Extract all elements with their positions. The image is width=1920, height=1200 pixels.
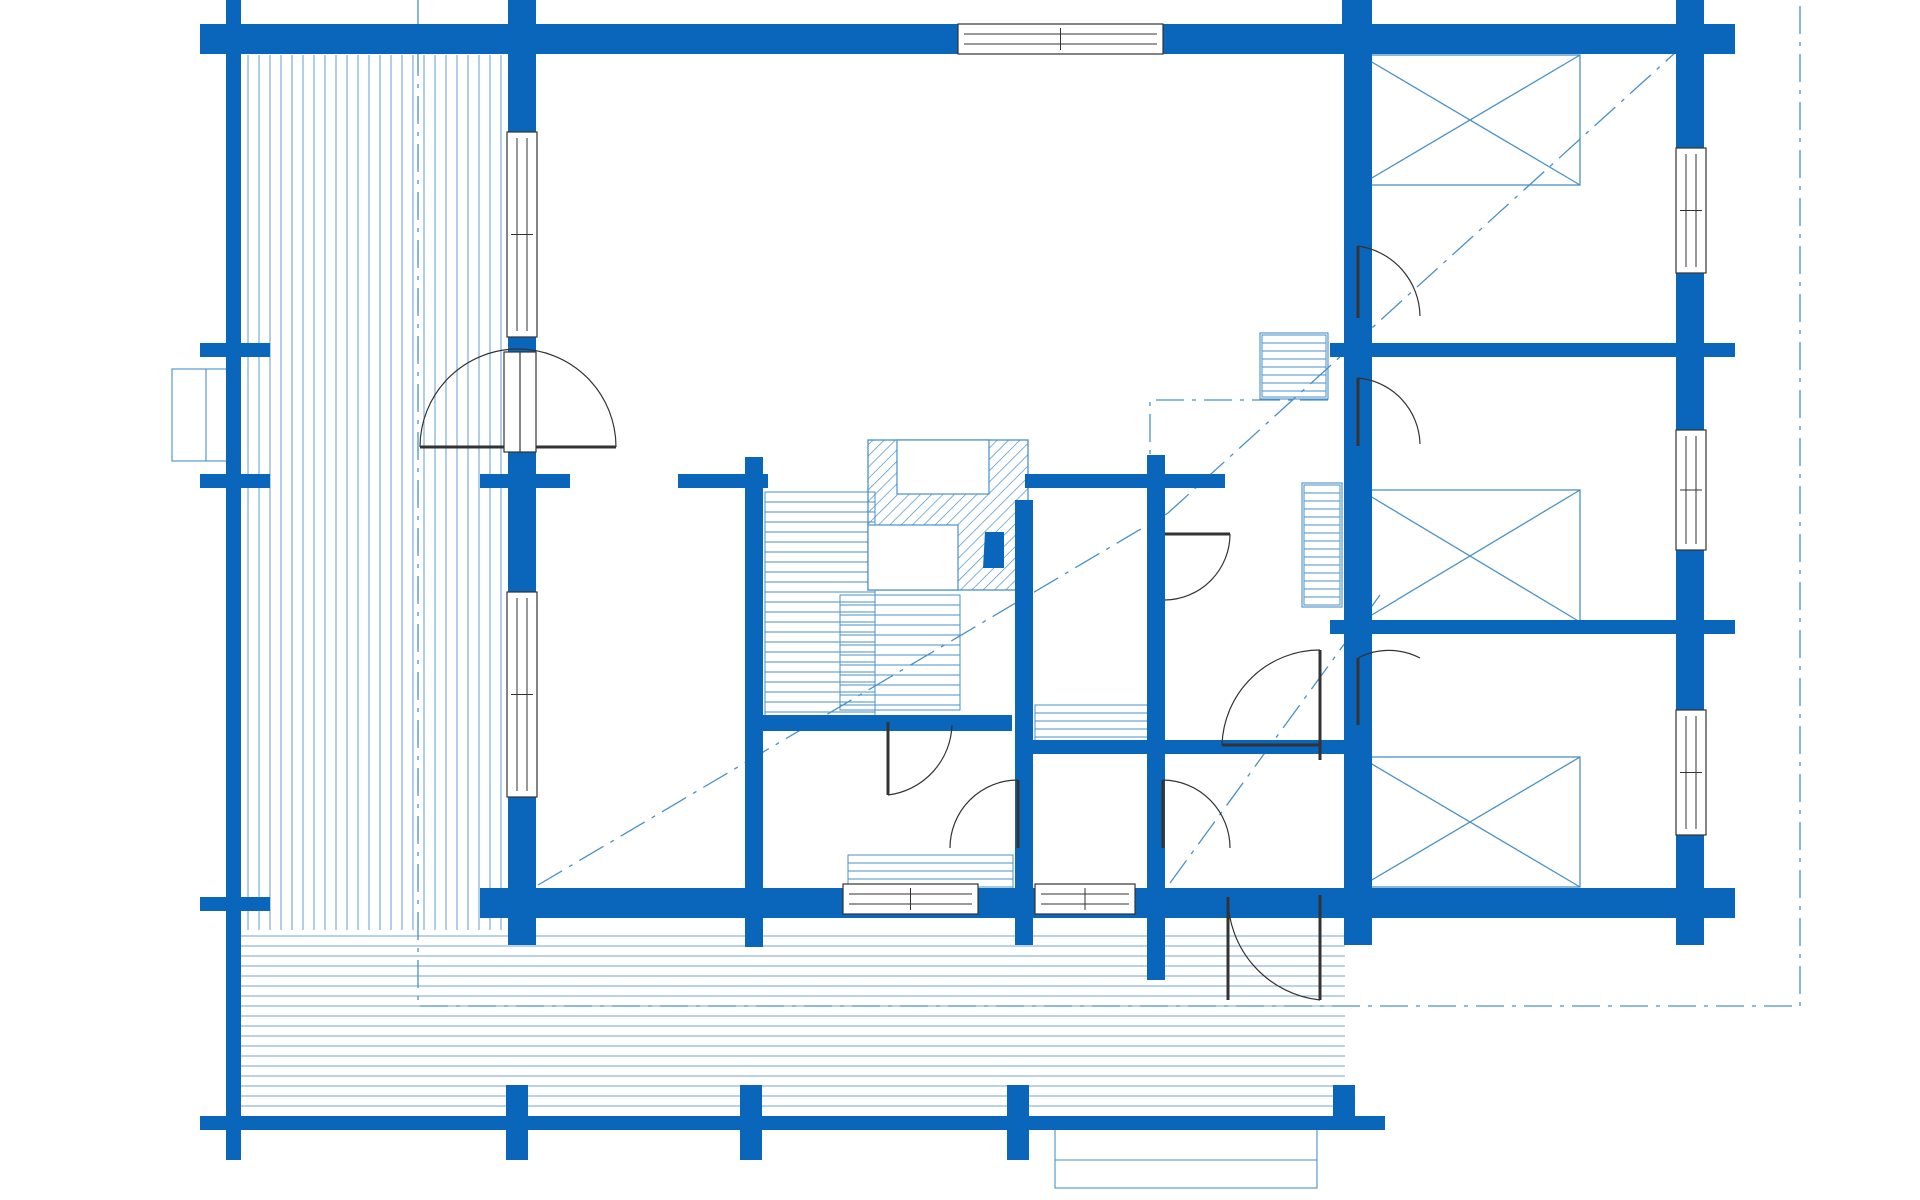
bottom-terrace-planks xyxy=(240,935,1345,1107)
wall-segment xyxy=(506,1085,528,1160)
window xyxy=(506,591,538,798)
terrace-decking xyxy=(240,55,1345,1107)
left-terrace-planks xyxy=(247,55,502,930)
wall-segment xyxy=(1147,455,1165,980)
window xyxy=(1675,147,1707,274)
wall-segment xyxy=(226,0,241,1160)
wall-segment xyxy=(1342,0,1360,40)
wall-segment xyxy=(200,897,270,911)
wall-segment xyxy=(740,1085,762,1160)
wall-segment xyxy=(1007,1085,1029,1160)
wall-segment xyxy=(200,1116,1385,1130)
doors xyxy=(419,245,1421,1001)
staircase-treads xyxy=(764,334,1341,896)
door xyxy=(886,722,953,796)
roof-outline-dashed xyxy=(417,0,1801,1007)
stair-blocks xyxy=(171,332,1343,1189)
stair-outline xyxy=(1034,704,1151,746)
wall-segment xyxy=(480,474,570,488)
sauna-stove xyxy=(867,439,1029,591)
door xyxy=(1164,532,1231,601)
wall-segment xyxy=(1015,500,1033,945)
door xyxy=(1221,649,1321,747)
window xyxy=(1034,883,1136,915)
windows xyxy=(506,23,1707,915)
door xyxy=(1356,245,1421,318)
window xyxy=(957,23,1164,55)
door xyxy=(949,779,1020,849)
wall-segment xyxy=(514,0,532,40)
wall-segment xyxy=(1330,620,1735,634)
window xyxy=(1675,429,1707,551)
door xyxy=(1226,896,1321,1001)
window xyxy=(1675,709,1707,836)
wall-segment xyxy=(1333,1085,1355,1130)
door xyxy=(1356,649,1421,725)
storage-box-fixtures xyxy=(1359,54,1581,888)
wall-segment xyxy=(1344,0,1372,945)
wall-segment xyxy=(745,457,763,947)
wall-segment xyxy=(1015,740,1370,754)
window xyxy=(506,131,538,338)
wall-segment xyxy=(200,343,270,357)
door xyxy=(1356,377,1421,446)
window xyxy=(842,883,979,915)
wall-segment xyxy=(200,474,270,488)
stair-outline xyxy=(1261,334,1327,398)
door xyxy=(1161,779,1231,849)
wall-segment xyxy=(1330,343,1735,357)
stair-outline xyxy=(1303,484,1341,606)
stair-outline xyxy=(839,594,961,711)
wall-segment xyxy=(1025,474,1225,488)
